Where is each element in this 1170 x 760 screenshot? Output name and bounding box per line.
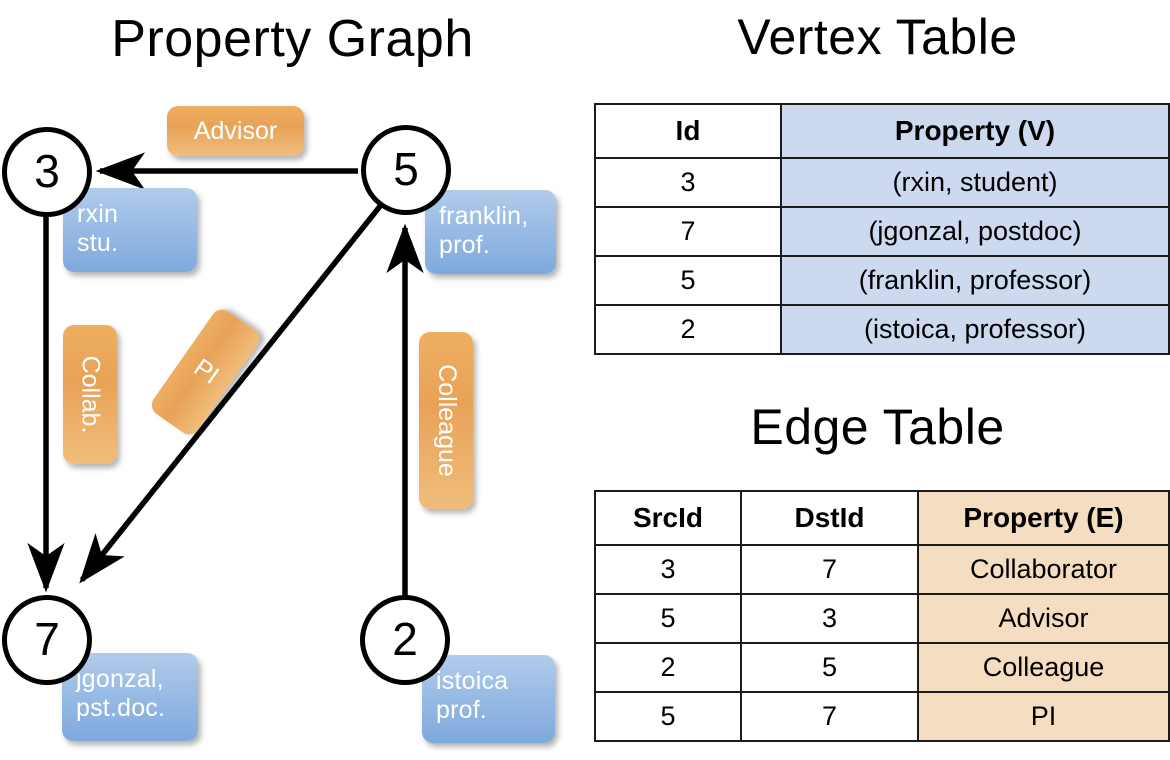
edge-5-to-7	[79, 203, 384, 584]
edge-src-cell: 5	[594, 691, 742, 742]
vertex-table-header-row: Id Property (V)	[594, 103, 1170, 159]
vertex-property-line-2: stu.	[77, 229, 119, 257]
edge-src-cell: 3	[594, 544, 742, 595]
table-row: 5 (franklin, professor)	[594, 255, 1170, 306]
graph-node-3-label: 3	[34, 145, 60, 197]
edge-property-cell: Collaborator	[917, 544, 1170, 595]
edge-dst-cell: 5	[740, 642, 919, 693]
advisor-label-text: Advisor	[193, 116, 278, 145]
vertex-property-box-3: rxin stu.	[63, 188, 197, 272]
vertex-id-cell: 7	[594, 206, 782, 257]
edge-table-header-property: Property (E)	[917, 490, 1170, 546]
graph-node-7-label: 7	[34, 613, 60, 665]
table-row: 2 (istoica, professor)	[594, 304, 1170, 355]
table-row: 5 7 PI	[594, 691, 1170, 742]
vertex-id-cell: 3	[594, 157, 782, 208]
vertex-table-header-id: Id	[594, 103, 782, 159]
vertex-table-header-property: Property (V)	[780, 103, 1170, 159]
edge-property-cell: Colleague	[917, 642, 1170, 693]
edge-dst-cell: 3	[740, 593, 919, 644]
table-row: 7 (jgonzal, postdoc)	[594, 206, 1170, 257]
vertex-property-line-1: rxin	[77, 200, 119, 228]
page-title-vertex-table: Vertex Table	[737, 9, 1018, 65]
vertex-property-box-2: istoica prof.	[422, 655, 555, 743]
edge-property-cell: Advisor	[917, 593, 1170, 644]
edge-table-header-row: SrcId DstId Property (E)	[594, 490, 1170, 546]
vertex-id-cell: 2	[594, 304, 782, 355]
edge-table-header-srcid: SrcId	[594, 490, 742, 546]
vertex-property-line-1: franklin,	[439, 202, 529, 230]
page-title-edge-table: Edge Table	[750, 399, 1005, 455]
vertex-property-line-2: prof.	[436, 696, 488, 724]
graph-node-5[interactable]: 5	[361, 125, 451, 215]
edge-property-cell: PI	[917, 691, 1170, 742]
graph-node-3[interactable]: 3	[2, 127, 92, 217]
vertex-property-cell: (rxin, student)	[780, 157, 1170, 208]
graph-edges	[27, 152, 424, 598]
vertex-property-line-1: jgonzal,	[76, 665, 164, 693]
collab-label: Collab.	[63, 325, 117, 464]
vertex-property-box-5: franklin, prof.	[425, 190, 556, 274]
advisor-label: Advisor	[167, 106, 304, 156]
graph-node-5-label: 5	[393, 143, 419, 195]
table-row: 5 3 Advisor	[594, 593, 1170, 644]
edge-table-header-dstid: DstId	[740, 490, 919, 546]
vertex-table: Id Property (V) 3 (rxin, student) 7 (jgo…	[594, 103, 1170, 355]
vertex-property-box-7: jgonzal, pst.doc.	[62, 653, 198, 741]
colleague-label-text: Colleague	[432, 364, 461, 477]
colleague-label: Colleague	[419, 332, 473, 509]
graph-node-7[interactable]: 7	[2, 595, 92, 685]
vertex-property-line-2: pst.doc.	[76, 694, 166, 722]
edge-src-cell: 2	[594, 642, 742, 693]
vertex-property-cell: (jgonzal, postdoc)	[780, 206, 1170, 257]
edge-dst-cell: 7	[740, 691, 919, 742]
table-row: 3 (rxin, student)	[594, 157, 1170, 208]
vertex-property-line-2: prof.	[439, 231, 491, 259]
vertex-id-cell: 5	[594, 255, 782, 306]
vertex-property-cell: (istoica, professor)	[780, 304, 1170, 355]
page-title-property-graph: Property Graph	[111, 10, 474, 68]
pi-label-text: PI	[188, 353, 224, 390]
edge-src-cell: 5	[594, 593, 742, 644]
vertex-property-line-1: istoica	[436, 667, 509, 695]
collab-label-text: Collab.	[76, 355, 105, 434]
edge-dst-cell: 7	[740, 544, 919, 595]
edge-table: SrcId DstId Property (E) 3 7 Collaborato…	[594, 490, 1170, 742]
graph-node-2-label: 2	[392, 613, 418, 665]
table-row: 3 7 Collaborator	[594, 544, 1170, 595]
table-row: 2 5 Colleague	[594, 642, 1170, 693]
vertex-property-cell: (franklin, professor)	[780, 255, 1170, 306]
graph-node-2[interactable]: 2	[360, 595, 450, 685]
